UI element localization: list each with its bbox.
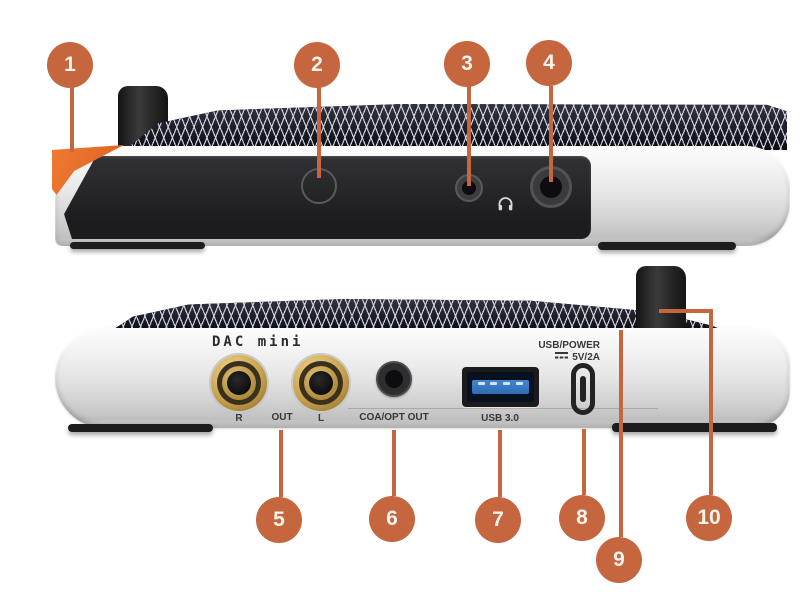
callout-line-9	[619, 330, 623, 537]
callout-5: 5	[256, 497, 302, 543]
rubber-foot	[70, 242, 205, 249]
rca-right-label: R	[235, 413, 243, 424]
front-view-device	[52, 86, 790, 250]
volume-knob-back	[636, 266, 686, 332]
rca-left-label: L	[317, 413, 325, 424]
headphone-icon	[498, 197, 513, 211]
callout-9: 9	[596, 537, 642, 583]
callout-10: 10	[686, 495, 732, 541]
callout-6: 6	[369, 496, 415, 542]
device-body-back	[55, 328, 790, 428]
callout-line-2	[317, 87, 321, 178]
power-port-label: USB/POWER 5V/2A	[538, 340, 600, 363]
callout-4: 4	[526, 40, 572, 86]
callout-1: 1	[47, 42, 93, 88]
usb-label: USB 3.0	[481, 413, 519, 424]
rca-jack-right	[211, 355, 267, 411]
callout-line-6	[392, 430, 396, 496]
callout-line-3	[467, 86, 471, 186]
rubber-foot	[598, 242, 736, 250]
coax-optical-jack	[376, 361, 412, 397]
callout-line-10	[659, 309, 713, 313]
headphone-jack-3_5mm	[455, 174, 483, 202]
dc-icon	[554, 352, 568, 359]
usb-c-port	[571, 363, 595, 415]
callout-line-1	[70, 87, 74, 152]
rca-jack-left	[293, 355, 349, 411]
speaker-grille-front	[125, 104, 787, 150]
callout-line-4	[549, 86, 553, 182]
callout-line-10	[709, 309, 713, 495]
coax-label: COA/OPT OUT	[359, 412, 429, 423]
brand-logo: DAC mini	[212, 334, 304, 350]
callout-3: 3	[444, 41, 490, 87]
callout-line-7	[498, 430, 502, 497]
usb-a-port	[462, 367, 539, 407]
speaker-grille-back	[108, 299, 730, 333]
callout-7: 7	[475, 497, 521, 543]
rubber-foot	[612, 423, 777, 432]
callout-line-8	[582, 429, 586, 495]
bottom-seam	[348, 408, 658, 409]
callout-8: 8	[559, 495, 605, 541]
callout-line-5	[279, 430, 283, 497]
rubber-foot	[68, 424, 213, 432]
out-label: OUT	[271, 412, 293, 423]
callout-2: 2	[294, 42, 340, 88]
